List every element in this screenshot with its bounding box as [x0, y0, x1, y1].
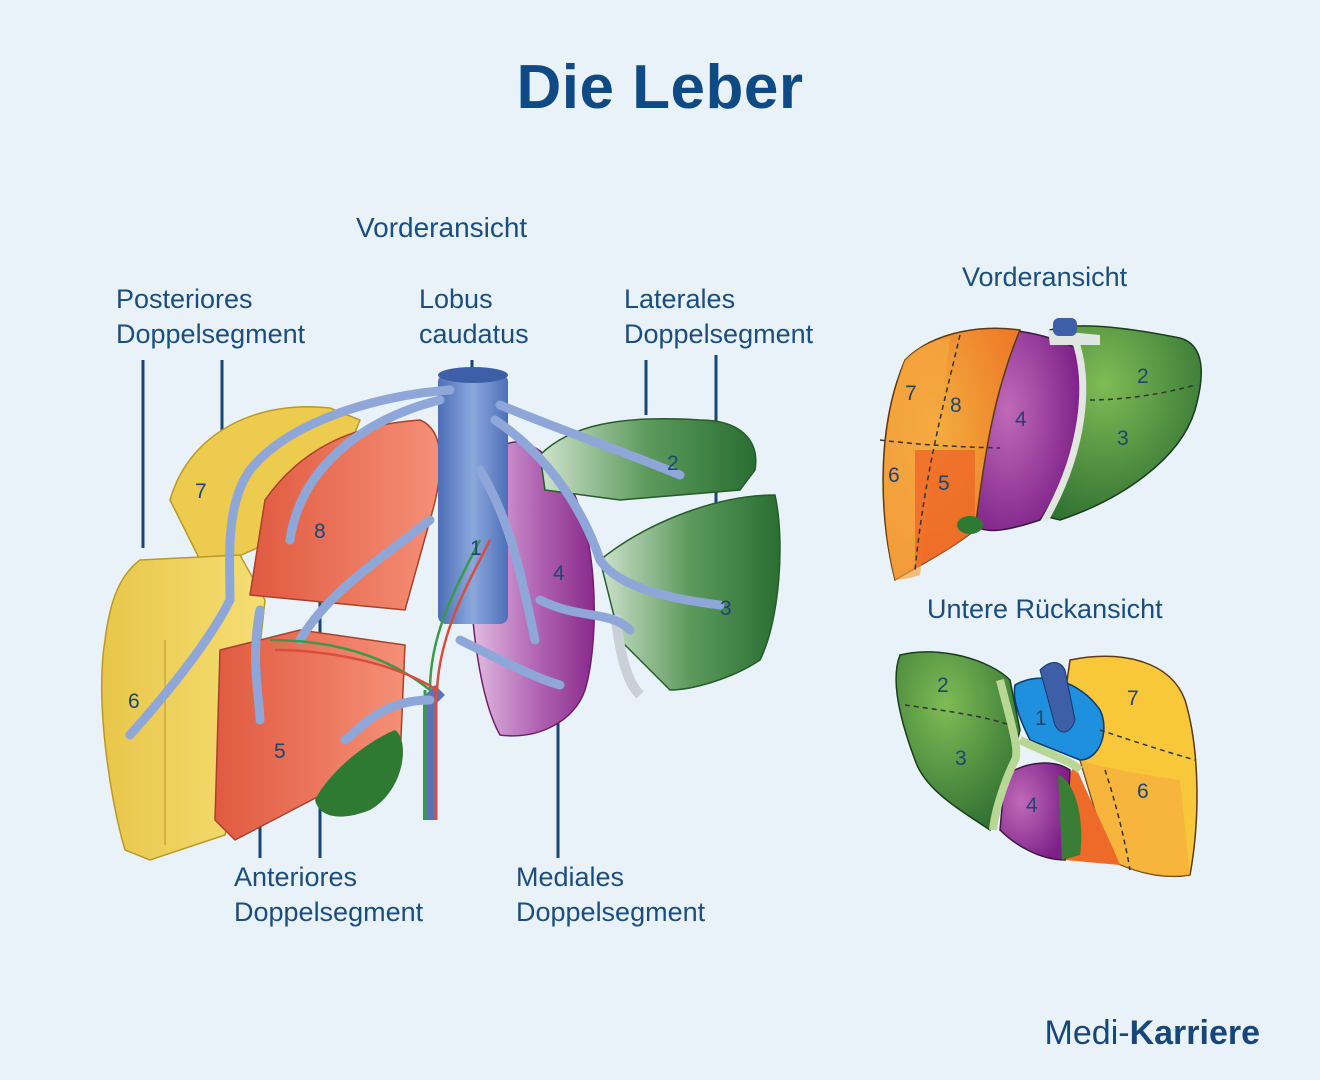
gallbladder-shape — [315, 730, 403, 817]
back-segment-4-label: 4 — [1026, 794, 1038, 817]
label-anterior-segment: Anteriores Doppelsegment — [234, 862, 424, 927]
main-segment-3-label: 3 — [720, 597, 732, 620]
back-segment-6-label: 6 — [1137, 780, 1149, 803]
segment-3-shape — [599, 494, 781, 691]
front-segment-4-label: 4 — [1015, 408, 1027, 431]
back-view-diagram: 2 1 7 3 4 6 — [895, 651, 1198, 878]
back-segment-2-label: 2 — [937, 674, 949, 697]
segment-8-shape — [249, 419, 441, 611]
front-segment-7-label: 7 — [905, 382, 917, 405]
back-segment-7-label: 7 — [1127, 687, 1139, 710]
hepatic-veins — [125, 385, 725, 745]
main-segment-4-label: 4 — [553, 562, 565, 585]
main-segment-6-label: 6 — [128, 690, 140, 713]
label-medial-segment: Mediales Doppelsegment — [516, 862, 706, 927]
front-view-diagram: 7 8 4 2 3 6 5 — [879, 318, 1202, 582]
label-posterior-segment: Posteriores Doppelsegment — [116, 284, 306, 349]
main-segment-2-label: 2 — [667, 452, 679, 475]
front-segment-6-label: 6 — [888, 464, 900, 487]
front-segment-3-label: 3 — [1117, 427, 1129, 450]
front-view-heading: Vorderansicht — [962, 262, 1128, 292]
segment-5-shape — [214, 629, 406, 841]
main-segment-7-label: 7 — [195, 480, 207, 503]
page-title: Die Leber — [516, 53, 804, 122]
label-caudate-lobe: Lobus caudatus — [419, 284, 529, 349]
back-segment-3-label: 3 — [955, 747, 967, 770]
main-segment-8-label: 8 — [314, 520, 326, 543]
main-segment-1-label: 1 — [470, 537, 482, 560]
brand-logo: Medi-Karriere — [1044, 1014, 1260, 1052]
main-segment-5-label: 5 — [274, 740, 286, 763]
front-segment-8-label: 8 — [950, 394, 962, 417]
front-segment-5-label: 5 — [938, 472, 950, 495]
vena-cava-shape — [438, 374, 508, 624]
main-view-heading: Vorderansicht — [356, 212, 528, 243]
label-lateral-segment: Laterales Doppelsegment — [624, 284, 814, 349]
back-view-heading: Untere Rückansicht — [927, 594, 1163, 624]
back-segment-1-label: 1 — [1035, 707, 1047, 730]
front-segment-2-label: 2 — [1137, 365, 1149, 388]
